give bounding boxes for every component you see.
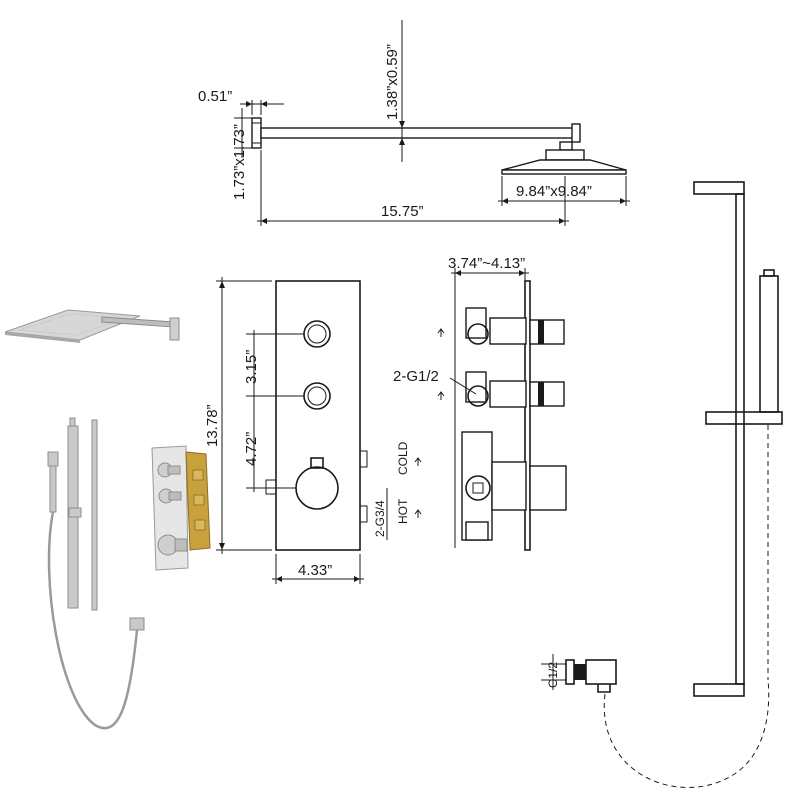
dim-valve-depth: 3.74”~4.13” (448, 255, 525, 272)
dim-panel-height: 13.78” (204, 404, 221, 447)
cold-label: COLD (396, 441, 410, 475)
inlet-labels: COLD HOT 2-G3/4 (373, 441, 422, 540)
valve-body-side-view: 3.74”~4.13” 2-G1/2 (393, 255, 567, 551)
slide-bar-handshower-illustration (47, 417, 145, 730)
dim-head-size: 9.84”x9.84” (516, 183, 592, 200)
dim-knob-to-handle: 4.72” (243, 432, 260, 466)
slide-bar-drawing (693, 181, 783, 697)
dim-arm-wall-offset: 0.51” (198, 88, 232, 105)
dim-panel-width: 4.33” (298, 562, 332, 579)
inlets-label: 2-G3/4 (373, 500, 387, 537)
valve-panel-drawing: 13.78” 3.15” 4.72” 4.33” (204, 277, 368, 584)
wall-elbow-drawing: G1/2 (541, 654, 770, 788)
dim-arm-length: 15.75” (381, 203, 424, 220)
shower-arm-drawing: 0.51” 1.73”x1.73” 1.38”x0.59” 9.84”x9.84… (198, 20, 630, 226)
dim-arm-section: 1.38”x0.59” (384, 44, 401, 120)
elbow-thread-label: G1/2 (546, 662, 560, 688)
dim-knob-spacing: 3.15” (243, 350, 260, 384)
thermostatic-valve-illustration (151, 445, 211, 571)
outlets-label: 2-G1/2 (393, 368, 439, 385)
hot-label: HOT (396, 498, 410, 524)
rain-shower-head-illustration (4, 309, 180, 343)
dim-arm-flange-size: 1.73”x1.73” (231, 124, 248, 200)
